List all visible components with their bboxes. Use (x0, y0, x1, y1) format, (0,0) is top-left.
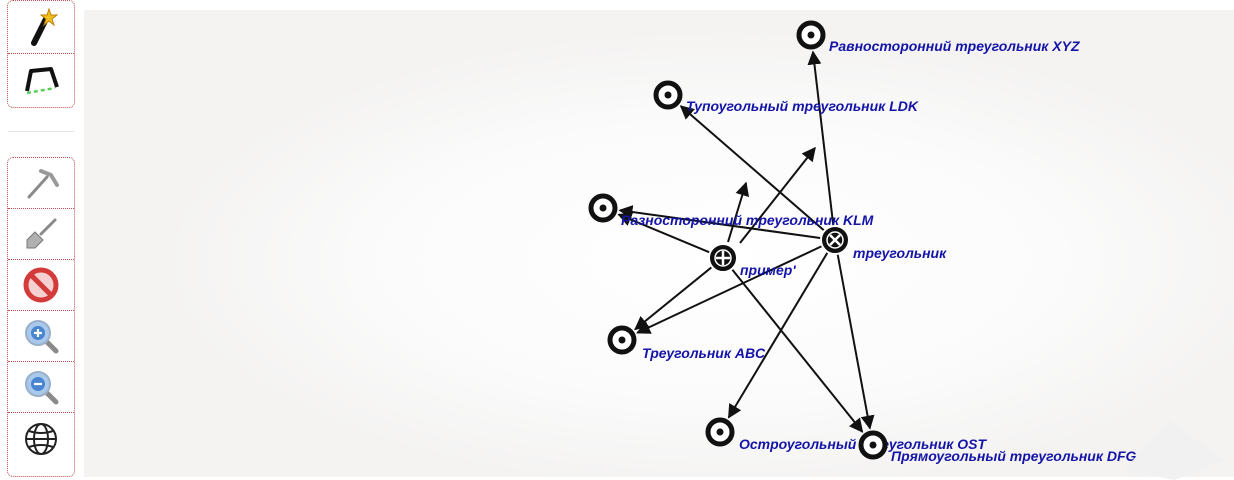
node-xyz-label: Равносторонний треугольник XYZ (829, 38, 1080, 54)
delete-tool-button[interactable] (8, 260, 74, 311)
node-primer[interactable]: пример' (710, 245, 796, 278)
node-primer-ring (714, 249, 732, 267)
edge-center-abc (636, 245, 822, 334)
edge-center-klm (618, 205, 821, 239)
node-center[interactable]: треугольник (822, 227, 947, 261)
top-tool-group (7, 0, 75, 108)
node-abc-dot (618, 336, 626, 344)
node-xyz-dot (807, 31, 815, 39)
node-klm[interactable]: Разносторонний треугольник KLM (588, 193, 874, 228)
node-klm-label: Разносторонний треугольник KLM (621, 212, 874, 228)
wand-tool-button[interactable] (8, 1, 74, 54)
node-center-glyph-1 (829, 234, 841, 246)
edge-primer-klm (617, 212, 710, 254)
edge-center-dfg (836, 254, 875, 430)
frame-tool-button[interactable] (8, 54, 74, 107)
edge-center-xyz (807, 50, 835, 226)
toolbar-divider (8, 131, 74, 132)
nodes-layer: Равносторонний треугольник XYZ Тупоугольн… (588, 20, 1137, 464)
node-dfg[interactable]: Прямоугольный треугольник DFG (858, 430, 1137, 464)
edge-primer-abc (634, 266, 712, 331)
magic-wand-icon (31, 7, 59, 46)
node-primer-label: пример' (740, 262, 796, 278)
node-ost-dot (716, 428, 724, 436)
watermark-shape (1124, 420, 1224, 480)
node-dfg-label: Прямоугольный треугольник DFG (891, 448, 1137, 464)
edge-primer-extra-0 (727, 181, 750, 243)
hammer-icon (27, 169, 59, 199)
zoom-out-icon (25, 371, 59, 405)
edges-layer (617, 50, 875, 433)
tool-sidebar (0, 0, 84, 477)
zoom-in-button[interactable] (8, 311, 74, 362)
node-ldk-dot (664, 91, 672, 99)
globe-button[interactable] (8, 413, 74, 464)
node-abc-label: Треугольник ABC (642, 345, 766, 361)
brush-icon (26, 218, 57, 249)
node-center-ring (826, 231, 844, 249)
node-center-label: треугольник (853, 245, 947, 261)
zoom-in-icon (25, 320, 59, 354)
node-dfg-dot (869, 441, 877, 449)
globe-icon (25, 422, 57, 455)
bottom-tool-group (7, 157, 75, 477)
brush-tool-button[interactable] (8, 209, 74, 260)
edge-center-ldk (679, 105, 825, 231)
prohibited-icon (23, 267, 59, 303)
node-ldk-label: Тупоугольный треугольник LDK (686, 98, 919, 114)
node-xyz[interactable]: Равносторонний треугольник XYZ (796, 20, 1080, 54)
node-ldk[interactable]: Тупоугольный треугольник LDK (653, 80, 919, 114)
edge-primer-dfg (731, 269, 864, 433)
hammer-tool-button[interactable] (8, 158, 74, 209)
frame-edit-icon (25, 66, 59, 94)
zoom-out-button[interactable] (8, 362, 74, 413)
graph-svg: Равносторонний треугольник XYZ Тупоугольн… (588, 20, 1137, 464)
node-abc[interactable]: Треугольник ABC (607, 325, 766, 361)
edge-center-ost (727, 252, 829, 419)
graph-canvas[interactable]: Равносторонний треугольник XYZ Тупоугольн… (84, 10, 1234, 480)
edge-primer-extra-1 (739, 146, 816, 244)
node-klm-dot (599, 204, 607, 212)
